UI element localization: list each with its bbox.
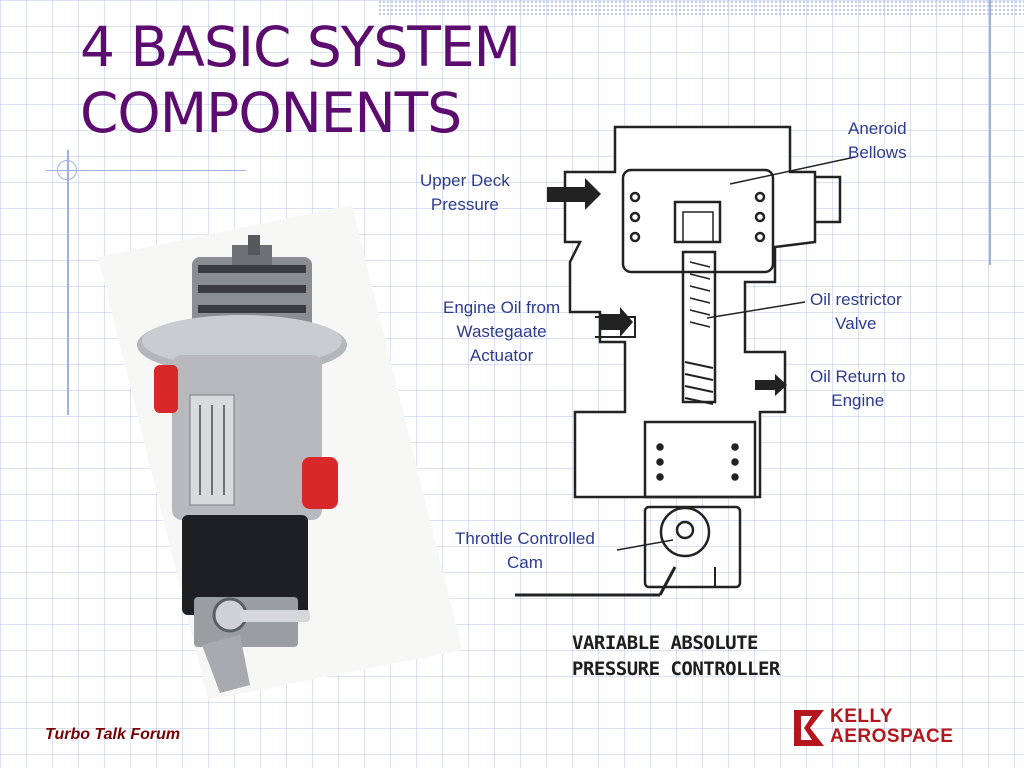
slide-title-line-1: 4 BASIC SYSTEM: [80, 15, 521, 79]
decorative-crosshair-circle: [57, 160, 77, 180]
footer-forum-name: Turbo Talk Forum: [45, 726, 181, 743]
decorative-vertical-line-right: [989, 0, 991, 265]
label-oil-restrictor-valve: Oil restrictor Valve: [810, 290, 902, 333]
dotted-header-strip: [378, 0, 1024, 16]
slide-title: 4 BASIC SYSTEM COMPONENTS: [80, 14, 521, 146]
controller-photo: [98, 205, 462, 700]
controller-schematic: [515, 125, 856, 597]
logo-line-1: KELLY: [830, 706, 894, 727]
decorative-vertical-line-left: [67, 150, 69, 415]
label-engine-oil-from-wastegate: Engine Oil from Wastegaate Actuator: [443, 298, 561, 365]
label-aneroid-bellows: Aneroid Bellows: [848, 119, 907, 162]
diagram-caption-line-1: VARIABLE ABSOLUTE: [572, 632, 758, 654]
logo-line-2: AEROSPACE: [830, 726, 954, 747]
slide-title-line-2: COMPONENTS: [80, 81, 462, 145]
label-oil-return-to-engine: Oil Return to Engine: [810, 367, 906, 410]
kelly-aerospace-logo-icon: [794, 710, 824, 746]
decorative-horizontal-line: [46, 170, 246, 171]
label-throttle-controlled-cam: Throttle Controlled Cam: [455, 529, 595, 572]
label-upper-deck-pressure: Upper Deck Pressure: [420, 171, 510, 214]
diagram-caption-line-2: PRESSURE CONTROLLER: [572, 658, 780, 680]
